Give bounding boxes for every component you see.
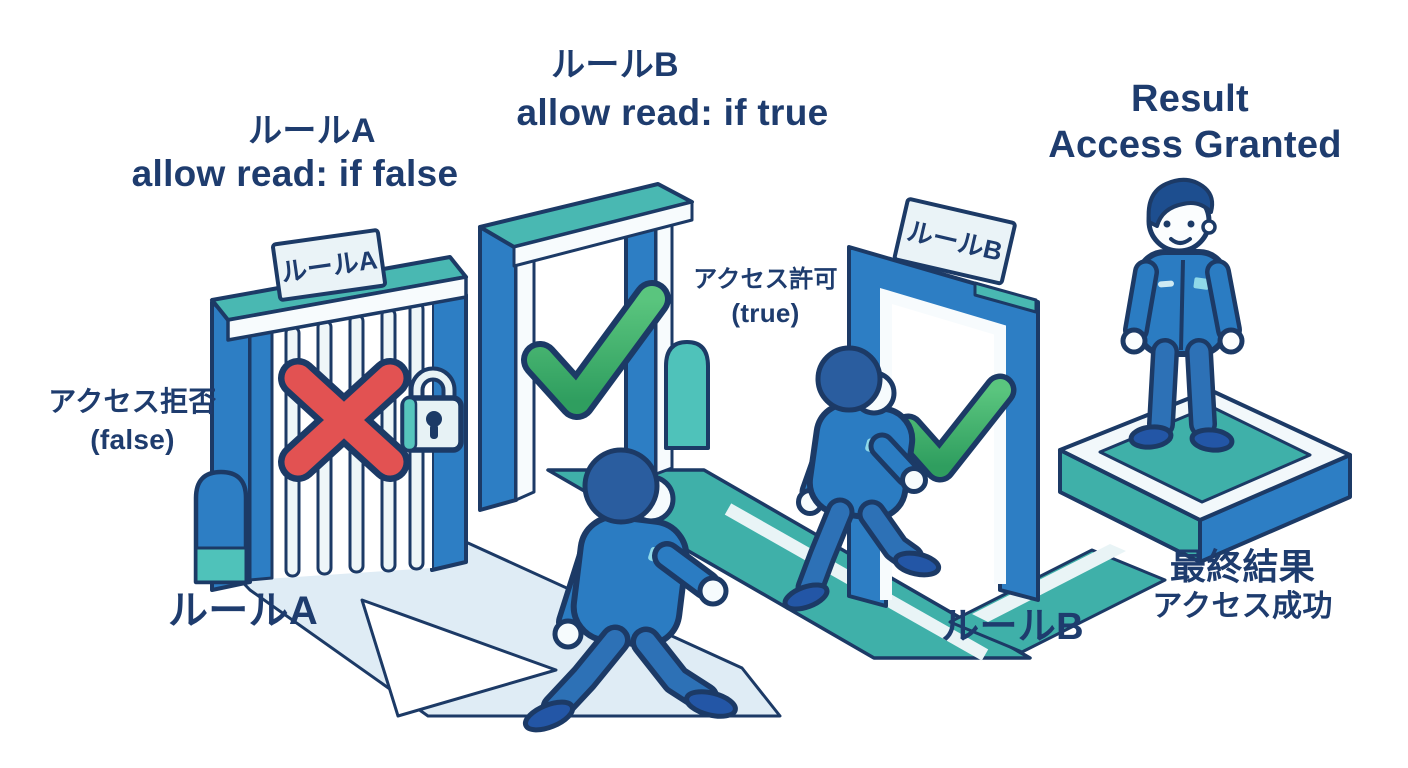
label-final-result-subtitle: アクセス成功 xyxy=(1152,590,1333,623)
person1-back-hand xyxy=(552,618,584,650)
gate-a-bollard-teal xyxy=(194,546,248,584)
person3-left-hand xyxy=(1120,327,1148,355)
gate-b-middle-beam-front xyxy=(512,200,694,268)
walking-person-2 xyxy=(782,345,942,612)
label-access-granted: アクセス許可 xyxy=(693,266,838,293)
heading-rule-b-title: ルールB xyxy=(551,46,679,84)
gate-b-middle-bollard xyxy=(664,340,710,450)
x-icon xyxy=(278,358,410,482)
person2-hair xyxy=(815,345,883,413)
person3-ear xyxy=(1201,219,1217,235)
teal-path-to-platform-stripe xyxy=(972,544,1126,622)
label-access-denied: アクセス拒否 xyxy=(48,386,217,417)
gate-b-middle xyxy=(478,182,710,512)
person1-back-shoe xyxy=(522,699,576,733)
label-final-result-title: 最終結果 xyxy=(1169,546,1316,587)
lock-icon xyxy=(400,366,464,453)
lock-keyhole-slot xyxy=(430,424,438,439)
platform xyxy=(1058,388,1352,564)
check-icon-right xyxy=(891,373,1017,483)
person1-front-hand xyxy=(697,575,729,607)
gate-b-middle-left-post xyxy=(478,225,518,512)
person3-eye-right xyxy=(1187,220,1195,228)
person1-torso xyxy=(570,513,690,649)
person3-right-hand xyxy=(1217,327,1245,355)
gate-a-inner-strip xyxy=(248,328,274,582)
person3-eye-left xyxy=(1163,220,1171,228)
person2-back-shoe xyxy=(782,582,830,612)
gate-b-plaque: ルールB xyxy=(892,197,1017,286)
person1-hair xyxy=(582,447,660,525)
check-icon-middle xyxy=(521,280,671,420)
caption-gate-b: ルールB xyxy=(941,606,1084,648)
walking-person-1 xyxy=(522,447,738,733)
person2-front-shoe xyxy=(892,550,942,578)
gate-a: ルールA xyxy=(193,228,468,592)
standing-person xyxy=(1120,177,1245,453)
gate-a-beam-front xyxy=(226,275,468,342)
heading-result-subtitle: Access Granted xyxy=(1048,124,1342,166)
gate-b-right-teal-accent xyxy=(973,281,1038,314)
caption-gate-a: ルールA xyxy=(167,589,319,633)
pale-path-arrow-notch xyxy=(360,598,558,718)
person1-front-shoe xyxy=(684,689,738,719)
lock-shackle xyxy=(413,370,453,402)
person3-left-shoe xyxy=(1128,424,1174,450)
lock-body-teal xyxy=(401,396,418,452)
gate-a-plaque: ルールA xyxy=(271,228,387,302)
lock-keyhole xyxy=(426,411,442,427)
heading-rule-a-subtitle: allow read: if false xyxy=(131,153,459,194)
person3-hair xyxy=(1146,177,1215,228)
label-access-denied-value: (false) xyxy=(90,424,175,455)
label-access-granted-value: (true) xyxy=(731,298,800,328)
teal-path-to-platform xyxy=(948,548,1167,654)
heading-rule-a-title: ルールA xyxy=(248,112,376,150)
person3-chest-tag xyxy=(1158,280,1174,288)
person3-chest-badge xyxy=(1193,277,1210,290)
person3-smile xyxy=(1169,237,1192,245)
person3-right-shoe xyxy=(1189,427,1235,453)
heading-result-title: Result xyxy=(1131,78,1249,120)
person2-front-hand xyxy=(900,466,928,494)
person3-zipper xyxy=(1179,259,1185,351)
heading-rule-b-subtitle: allow read: if true xyxy=(516,92,829,133)
